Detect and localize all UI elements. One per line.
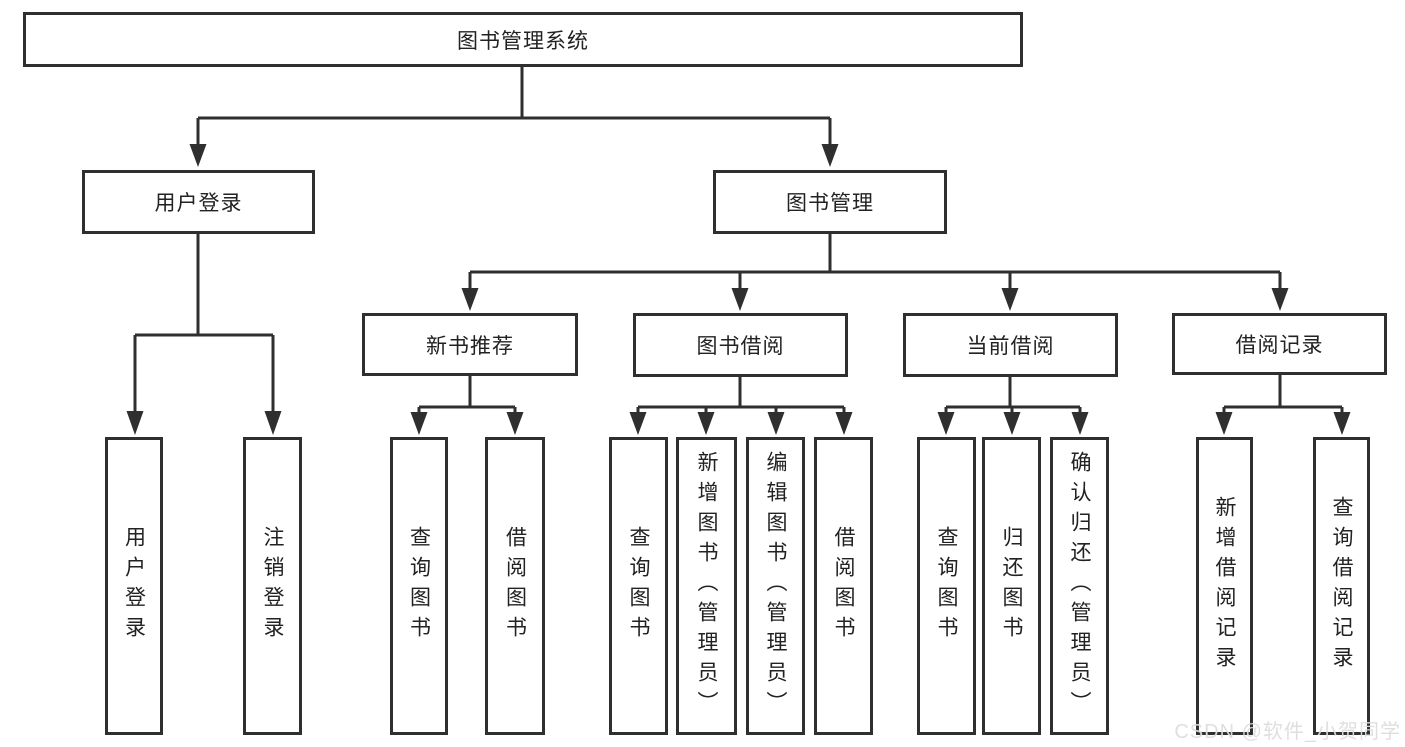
node-label: 编辑图书（管理员）: [764, 451, 787, 721]
connector-book-borrow: [636, 377, 846, 413]
arrowheads: [126, 144, 1351, 435]
leaf-return-books: 归还图书: [982, 437, 1041, 735]
node-book-borrowing: 图书借阅: [633, 313, 848, 377]
node-label: 查询借阅记录: [1330, 496, 1353, 676]
node-book-management: 图书管理: [713, 170, 947, 234]
node-label: 借阅图书: [503, 526, 527, 646]
node-root-system: 图书管理系统: [23, 12, 1023, 67]
leaf-add-borrow-record: 新增借阅记录: [1196, 437, 1253, 735]
node-label: 查询图书: [935, 526, 958, 646]
leaf-query-books-borrowing: 查询图书: [609, 437, 668, 735]
leaf-query-books-recommend: 查询图书: [390, 437, 448, 735]
node-label: 确认归还（管理员）: [1068, 451, 1091, 721]
leaf-borrow-books-recommend: 借阅图书: [485, 437, 545, 735]
csdn-watermark: CSDN @软件_小贺同学: [1174, 721, 1401, 743]
node-label: 图书借阅: [696, 335, 785, 358]
leaf-query-books-current: 查询图书: [917, 437, 976, 735]
node-label: 新增借阅记录: [1213, 496, 1236, 676]
leaf-edit-books-admin: 编辑图书（管理员）: [746, 437, 805, 735]
node-label: 查询图书: [627, 526, 650, 646]
connector-current-borrow: [944, 377, 1082, 413]
node-label: 归还图书: [1000, 526, 1023, 646]
leaf-logout: 注销登录: [243, 437, 302, 735]
node-label: 查询图书: [407, 526, 431, 646]
node-label: 图书管理: [786, 192, 874, 215]
node-current-borrowing: 当前借阅: [903, 313, 1118, 377]
node-label: 图书管理系统: [457, 29, 589, 53]
node-label: 注销登录: [261, 526, 284, 646]
connector-book-mgmt: [468, 234, 1282, 289]
leaf-confirm-return-admin: 确认归还（管理员）: [1050, 437, 1109, 735]
node-label: 当前借阅: [966, 335, 1055, 358]
leaf-user-login: 用户登录: [105, 437, 163, 735]
connector-new-book: [417, 376, 517, 413]
leaf-borrow-books: 借阅图书: [814, 437, 873, 735]
node-label: 新书推荐: [426, 334, 514, 358]
node-label: 新增图书（管理员）: [695, 451, 718, 721]
node-label: 用户登录: [122, 526, 146, 646]
node-borrowing-records: 借阅记录: [1172, 313, 1387, 375]
node-new-book-recommend: 新书推荐: [362, 313, 578, 376]
node-user-login: 用户登录: [82, 170, 315, 234]
node-label: 用户登录: [154, 192, 243, 215]
connector-root: [196, 67, 832, 145]
connector-user-login: [133, 234, 275, 412]
node-label: 借阅图书: [832, 526, 855, 646]
leaf-query-borrow-record: 查询借阅记录: [1313, 437, 1370, 735]
leaf-add-books-admin: 新增图书（管理员）: [676, 437, 737, 735]
connector-borrow-records: [1222, 375, 1344, 413]
node-label: 借阅记录: [1235, 334, 1324, 357]
